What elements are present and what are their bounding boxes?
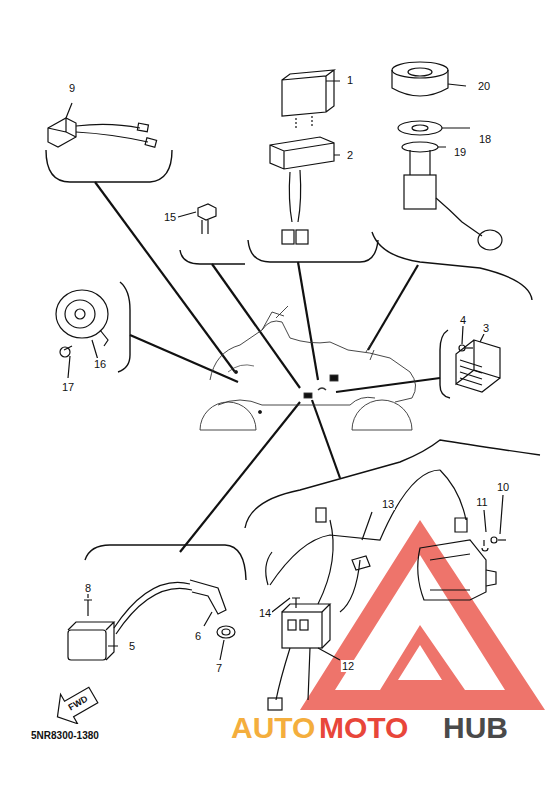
callout-number: 8 — [84, 582, 92, 594]
fuel-sender-part — [392, 62, 502, 250]
direction-arrow: FWD — [50, 684, 102, 724]
callout-number: 2 — [346, 149, 354, 161]
watermark-logo — [300, 520, 545, 710]
callout-number: 5 — [128, 640, 136, 652]
callout-number: 20 — [477, 80, 491, 92]
callout-number: 17 — [61, 381, 75, 393]
callout-number: 10 — [496, 481, 510, 493]
callout-number: 7 — [215, 662, 223, 674]
callout-number: 15 — [163, 211, 177, 223]
callout-number: 13 — [381, 498, 395, 510]
callout-number: 16 — [93, 358, 107, 370]
callout-number: 18 — [478, 133, 492, 145]
watermark-text: HUB — [442, 712, 509, 744]
switch-part — [178, 204, 216, 234]
starter-part — [266, 470, 506, 710]
callout-number: 6 — [194, 630, 202, 642]
part-code: 5NR8300-1380 — [30, 730, 100, 742]
watermark-text: AUTO — [230, 712, 316, 744]
group-brackets — [46, 150, 540, 580]
callout-number: 9 — [68, 82, 76, 94]
callout-number: 12 — [341, 660, 355, 672]
callout-number: 4 — [459, 314, 467, 326]
callout-number: 1 — [346, 74, 354, 86]
callout-number: 14 — [258, 607, 272, 619]
location-lines — [95, 182, 440, 552]
switch-part — [48, 103, 157, 147]
ignition-coil-part — [68, 580, 235, 660]
callout-number: 19 — [453, 146, 467, 158]
callout-number: 3 — [482, 322, 490, 334]
watermark-text: MOTO — [318, 712, 409, 744]
callout-number: 11 — [475, 496, 488, 508]
relay-part — [270, 70, 340, 244]
horn-part — [56, 290, 108, 378]
rectifier-part — [456, 326, 500, 392]
motorcycle-outline — [200, 306, 416, 430]
